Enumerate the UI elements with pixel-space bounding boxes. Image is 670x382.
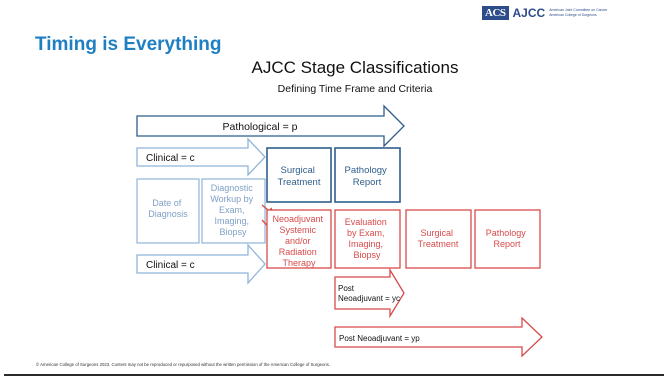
neoadjuvant-line: and/or	[285, 236, 311, 246]
clinical-top-label: Clinical = c	[146, 153, 195, 164]
date-of-diagnosis-box: Date of Diagnosis	[136, 178, 200, 244]
svg-text:Diagnostic Workup by: Diagnostic Workup by Exam, Imaging, Biop…	[210, 183, 255, 237]
clinical-bottom-label: Clinical = c	[146, 260, 195, 271]
svg-text:Surgical Treatment: Surgical Treatment	[278, 165, 321, 188]
slide-subsubtitle: Defining Time Frame and Criteria	[277, 83, 433, 95]
pathology-red-line: Pathology	[486, 228, 527, 238]
surgical-red-line: Surgical	[420, 228, 453, 238]
workup-line: Workup by	[210, 194, 253, 204]
pathology-blue-line: Report	[353, 177, 382, 188]
post-yp-label: Post Neoadjuvant = yp	[339, 334, 420, 343]
date-of-diagnosis-line: Date of	[152, 198, 182, 208]
workup-line: Biopsy	[219, 227, 247, 237]
pathology-report-blue-box: Pathology Report	[334, 147, 401, 203]
surgical-blue-line: Surgical	[281, 165, 315, 176]
post-yc-line: Post	[338, 284, 355, 293]
evaluation-line: Imaging,	[348, 239, 383, 249]
ajcc-logo-text: AJCC	[512, 6, 546, 20]
logo-subtext-1: American Joint Committee on Cancer	[549, 8, 608, 12]
slide-title: Timing is Everything	[35, 34, 222, 55]
date-of-diagnosis-line: Diagnosis	[148, 209, 188, 219]
svg-text:Surgical Treatment: Surgical Treatment	[418, 228, 459, 249]
acs-ajcc-logo: ACS AJCC American Joint Committee on Can…	[482, 4, 607, 22]
workup-line: Diagnostic	[211, 183, 254, 193]
ajcc-logo-subtext: American Joint Committee on Cancer Ameri…	[549, 8, 607, 18]
surgical-blue-line: Treatment	[278, 177, 321, 188]
pathology-red-line: Report	[493, 239, 521, 249]
svg-text:Pathology Report: Pathology Report	[345, 165, 390, 188]
evaluation-line: Evaluation	[345, 217, 387, 227]
copyright-footer: © American College of Surgeons 2023. Con…	[36, 362, 331, 367]
post-yc-line: Neoadjuvant = yc	[338, 294, 400, 303]
evaluation-line: Biopsy	[353, 250, 381, 260]
acs-logo-mark: ACS	[482, 6, 509, 20]
slide-frame	[4, 4, 664, 376]
pathology-report-red-box: Pathology Report	[474, 209, 541, 269]
pathology-blue-line: Pathology	[345, 165, 388, 176]
neoadjuvant-line: Systemic	[279, 225, 316, 235]
svg-text:Post Neoadjuvant = yc: Post Neoadjuvant = yc	[338, 284, 400, 303]
clinical-arrow-top: Clinical = c	[136, 137, 266, 177]
diagnostic-workup-box: Diagnostic Workup by Exam, Imaging, Biop…	[201, 178, 266, 244]
pathological-arrow: Pathological = p	[136, 104, 405, 148]
svg-text:Evaluation by Exam,: Evaluation by Exam, Imaging, Biopsy	[345, 217, 390, 260]
svg-text:Neoadjuvant Systemic: Neoadjuvant Systemic and/or Radiation Th…	[272, 214, 325, 268]
neoadjuvant-box: Neoadjuvant Systemic and/or Radiation Th…	[266, 209, 332, 269]
clinical-arrow-bottom: Clinical = c	[136, 243, 266, 285]
evaluation-line: by Exam,	[347, 228, 385, 238]
surgical-treatment-red-box: Surgical Treatment	[405, 209, 472, 269]
workup-line: Exam,	[219, 205, 245, 215]
neoadjuvant-line: Neoadjuvant	[272, 214, 323, 224]
svg-text:Date of Diagnosis: Date of Diagnosis	[148, 198, 188, 219]
neoadjuvant-line: Radiation	[279, 247, 317, 257]
slide-subtitle: AJCC Stage Classifications	[251, 58, 459, 77]
pathological-label: Pathological = p	[222, 121, 297, 133]
surgical-red-line: Treatment	[418, 239, 459, 249]
neoadjuvant-line: Therapy	[282, 258, 316, 268]
workup-line: Imaging,	[214, 216, 249, 226]
post-neoadjuvant-yp-arrow: Post Neoadjuvant = yp	[334, 316, 543, 358]
evaluation-box: Evaluation by Exam, Imaging, Biopsy	[334, 209, 401, 269]
logo-subtext-2: American College of Surgeons	[549, 13, 597, 17]
post-neoadjuvant-yc-arrow: Post Neoadjuvant = yc	[334, 267, 405, 319]
svg-text:Pathology Report: Pathology Report	[486, 228, 529, 249]
surgical-treatment-blue-box: Surgical Treatment	[266, 147, 332, 203]
